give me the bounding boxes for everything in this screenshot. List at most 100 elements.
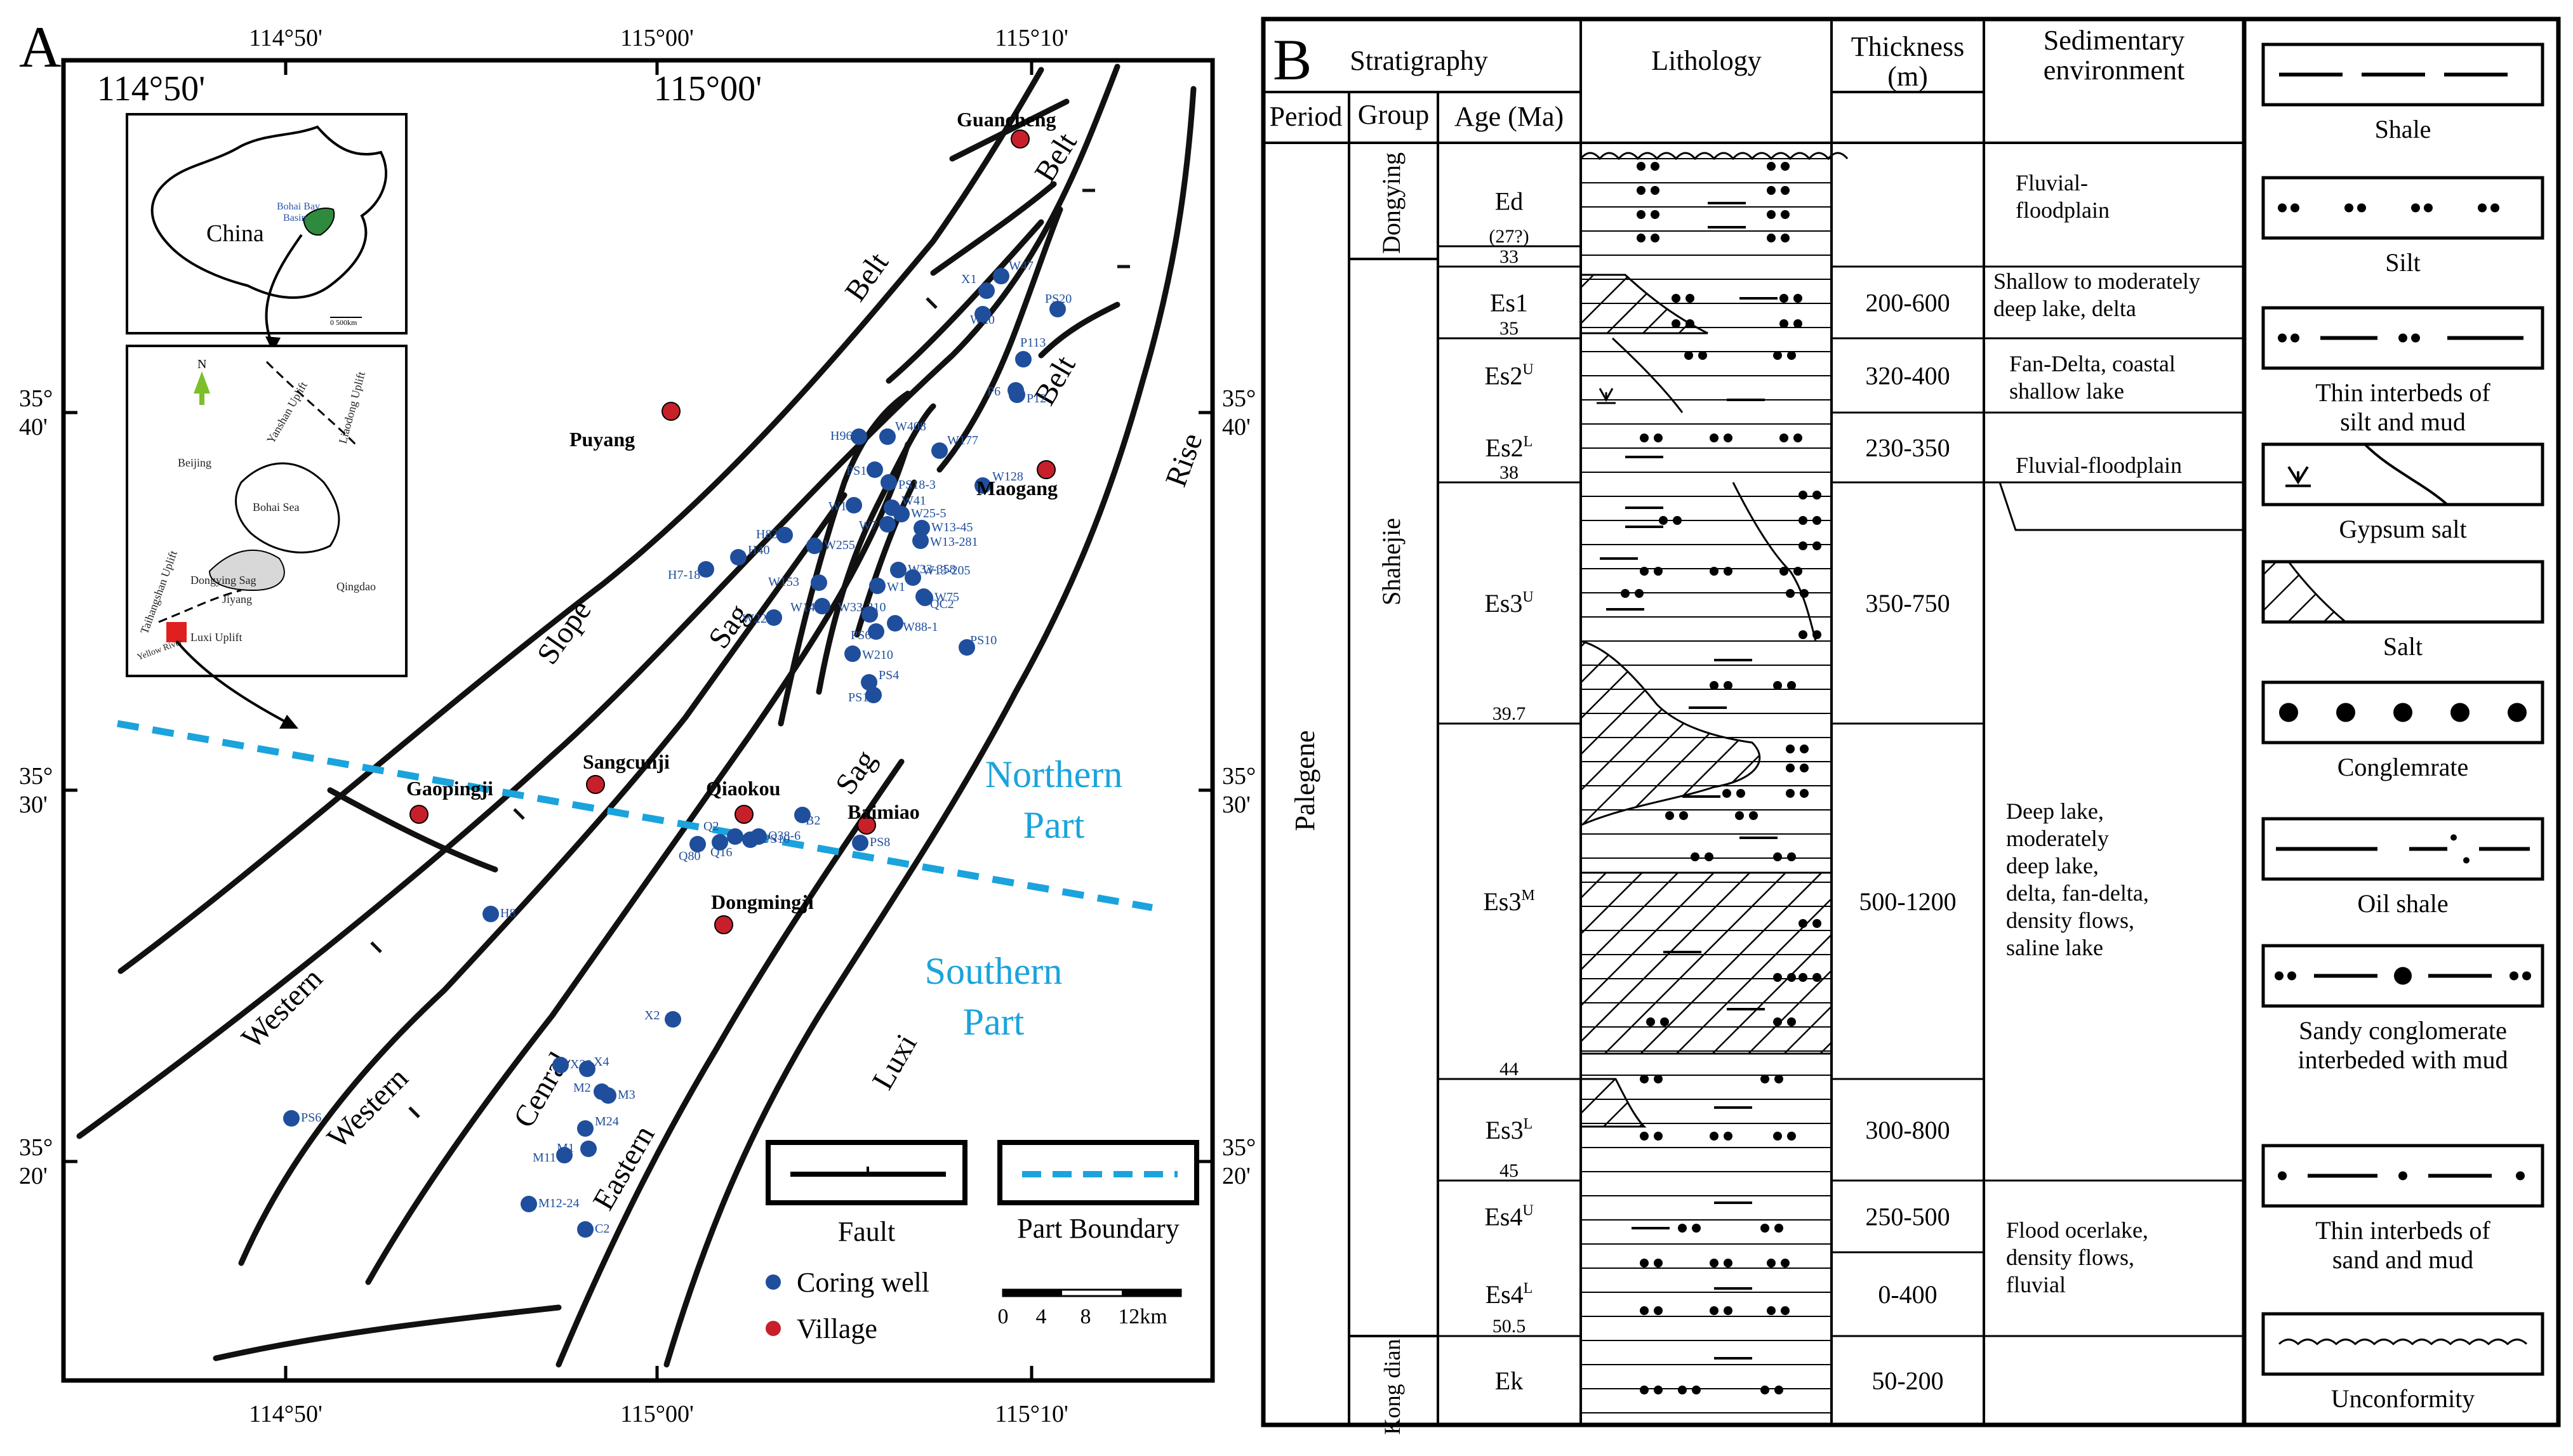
- silt-dot: [1691, 852, 1699, 861]
- header-lithology: Lithology: [1651, 45, 1762, 76]
- silt-dot: [1640, 433, 1649, 442]
- environment-text: Fluvial-: [2016, 170, 2088, 195]
- coring-well-marker: [727, 828, 743, 845]
- unit-label: Ek: [1495, 1367, 1523, 1395]
- coring-well-marker: [811, 574, 827, 591]
- china-label: China: [206, 220, 264, 247]
- coring-well-marker: [730, 549, 747, 566]
- legend-label: Conglemrate: [2337, 753, 2469, 781]
- silt-dot: [1637, 210, 1646, 219]
- coring-well-marker: [846, 497, 862, 513]
- yanshan-uplift-line: [265, 361, 357, 446]
- village-label: Sangcunji: [583, 750, 670, 773]
- silt-dot: [1779, 294, 1788, 303]
- silt-dot: [1760, 1386, 1769, 1394]
- village-label: Dongmingji: [711, 890, 814, 913]
- silt-dot: [1798, 973, 1807, 982]
- silt-dot: [1786, 589, 1795, 598]
- well-label: M11: [533, 1151, 556, 1165]
- coring-well-legend-label: Coring well: [797, 1267, 929, 1298]
- top-big-label: 114°50': [97, 69, 205, 109]
- coring-well-marker: [742, 831, 759, 848]
- silt-dot: [1710, 681, 1719, 690]
- lat-left-deg: 35°: [19, 1134, 53, 1161]
- header-environment: Sedimentary: [2044, 25, 2184, 56]
- environment-text: density flows,: [2006, 1245, 2134, 1270]
- lat-left-min: 20': [19, 1163, 48, 1189]
- qingdao-label: Qingdao: [336, 580, 376, 593]
- coring-well-marker: [974, 477, 991, 494]
- lat-left-deg: 35°: [19, 385, 53, 412]
- well-label: W47: [1009, 259, 1034, 273]
- thickness-value: 300-800: [1865, 1116, 1950, 1144]
- silt-dot: [1736, 789, 1745, 798]
- silt-dot: [1774, 1224, 1783, 1233]
- coring-well-marker: [861, 674, 877, 691]
- coring-well-marker: [852, 835, 868, 851]
- header-period: Period: [1270, 101, 1343, 132]
- well-label: W7: [859, 519, 877, 533]
- bohai-sea-label: Bohai Sea: [253, 501, 300, 513]
- coring-well-marker: [893, 506, 910, 522]
- gypsum-boundary: [1611, 337, 1684, 413]
- silt-dot: [1787, 1017, 1796, 1026]
- well-label: QC2: [930, 597, 954, 611]
- silt-dot: [1678, 1224, 1687, 1233]
- silt-dot: [1672, 294, 1680, 303]
- age-label: 38: [1499, 462, 1519, 483]
- boundary-legend-box: [997, 1140, 1199, 1205]
- legend-label: Silt: [2385, 248, 2421, 277]
- silt-dot: [1640, 567, 1649, 576]
- fault-ticks: [370, 189, 1130, 1118]
- well-label: PS6: [301, 1111, 321, 1125]
- well-label: PS18-3: [898, 478, 936, 492]
- village-legend-label: Village: [797, 1313, 877, 1344]
- silt-dot: [1640, 1132, 1649, 1141]
- well-label: X1: [961, 272, 976, 286]
- silt-dot: [1773, 351, 1782, 360]
- coring-well-marker: [579, 1061, 595, 1077]
- north-arrow-stem: [199, 392, 204, 405]
- environment-text: saline lake: [2006, 935, 2103, 960]
- environment-text: moderately: [2006, 826, 2109, 851]
- silt-dot: [1781, 1306, 1790, 1315]
- silt-dot: [1787, 1132, 1796, 1141]
- part-label: Part: [1023, 804, 1085, 846]
- well-label: X2: [644, 1009, 660, 1023]
- silt-dot: [1812, 630, 1821, 639]
- environment-text: Fluvial-floodplain: [2016, 453, 2182, 478]
- silt-dot: [1798, 919, 1807, 928]
- scale-tick-label: 12km: [1118, 1305, 1167, 1328]
- lat-right-min: 40': [1222, 414, 1251, 440]
- environment-text: shallow lake: [2009, 378, 2124, 404]
- lat-right-min: 20': [1222, 1163, 1251, 1189]
- silt-dot: [1781, 234, 1790, 242]
- silt-dot: [1672, 319, 1680, 328]
- village-label: Puyang: [569, 428, 635, 451]
- well-label: W13-205: [922, 564, 971, 578]
- silt-dot: [1724, 1132, 1732, 1141]
- label-rise: Rise: [1159, 428, 1209, 491]
- lithology-column: [1579, 158, 1833, 1413]
- coring-well-marker: [806, 538, 823, 554]
- coring-well-marker: [1015, 351, 1032, 367]
- well-label: W88-1: [903, 620, 938, 634]
- thickness-value: 0-400: [1878, 1280, 1937, 1309]
- silt-dot: [1654, 1386, 1663, 1394]
- well-label: H83: [756, 527, 778, 541]
- well-label: Q38-6: [768, 829, 801, 843]
- jiyang-label: Jiyang: [222, 593, 252, 606]
- village-marker: [586, 775, 605, 794]
- dongying-sag-shape: [208, 549, 285, 592]
- silt-dot: [1637, 234, 1646, 242]
- silt-dot: [1786, 745, 1795, 753]
- well-label: P113: [1020, 336, 1046, 350]
- silt-dot: [1781, 210, 1790, 219]
- silt-dot: [1640, 1259, 1649, 1267]
- map-legend: Fault Part Boundary Coring well Village …: [766, 1140, 1199, 1344]
- legend-label: Shale: [2375, 115, 2431, 143]
- coring-well-marker: [912, 533, 929, 549]
- top-degree-label: 115°00': [620, 25, 694, 51]
- well-label: W25-5: [911, 506, 947, 520]
